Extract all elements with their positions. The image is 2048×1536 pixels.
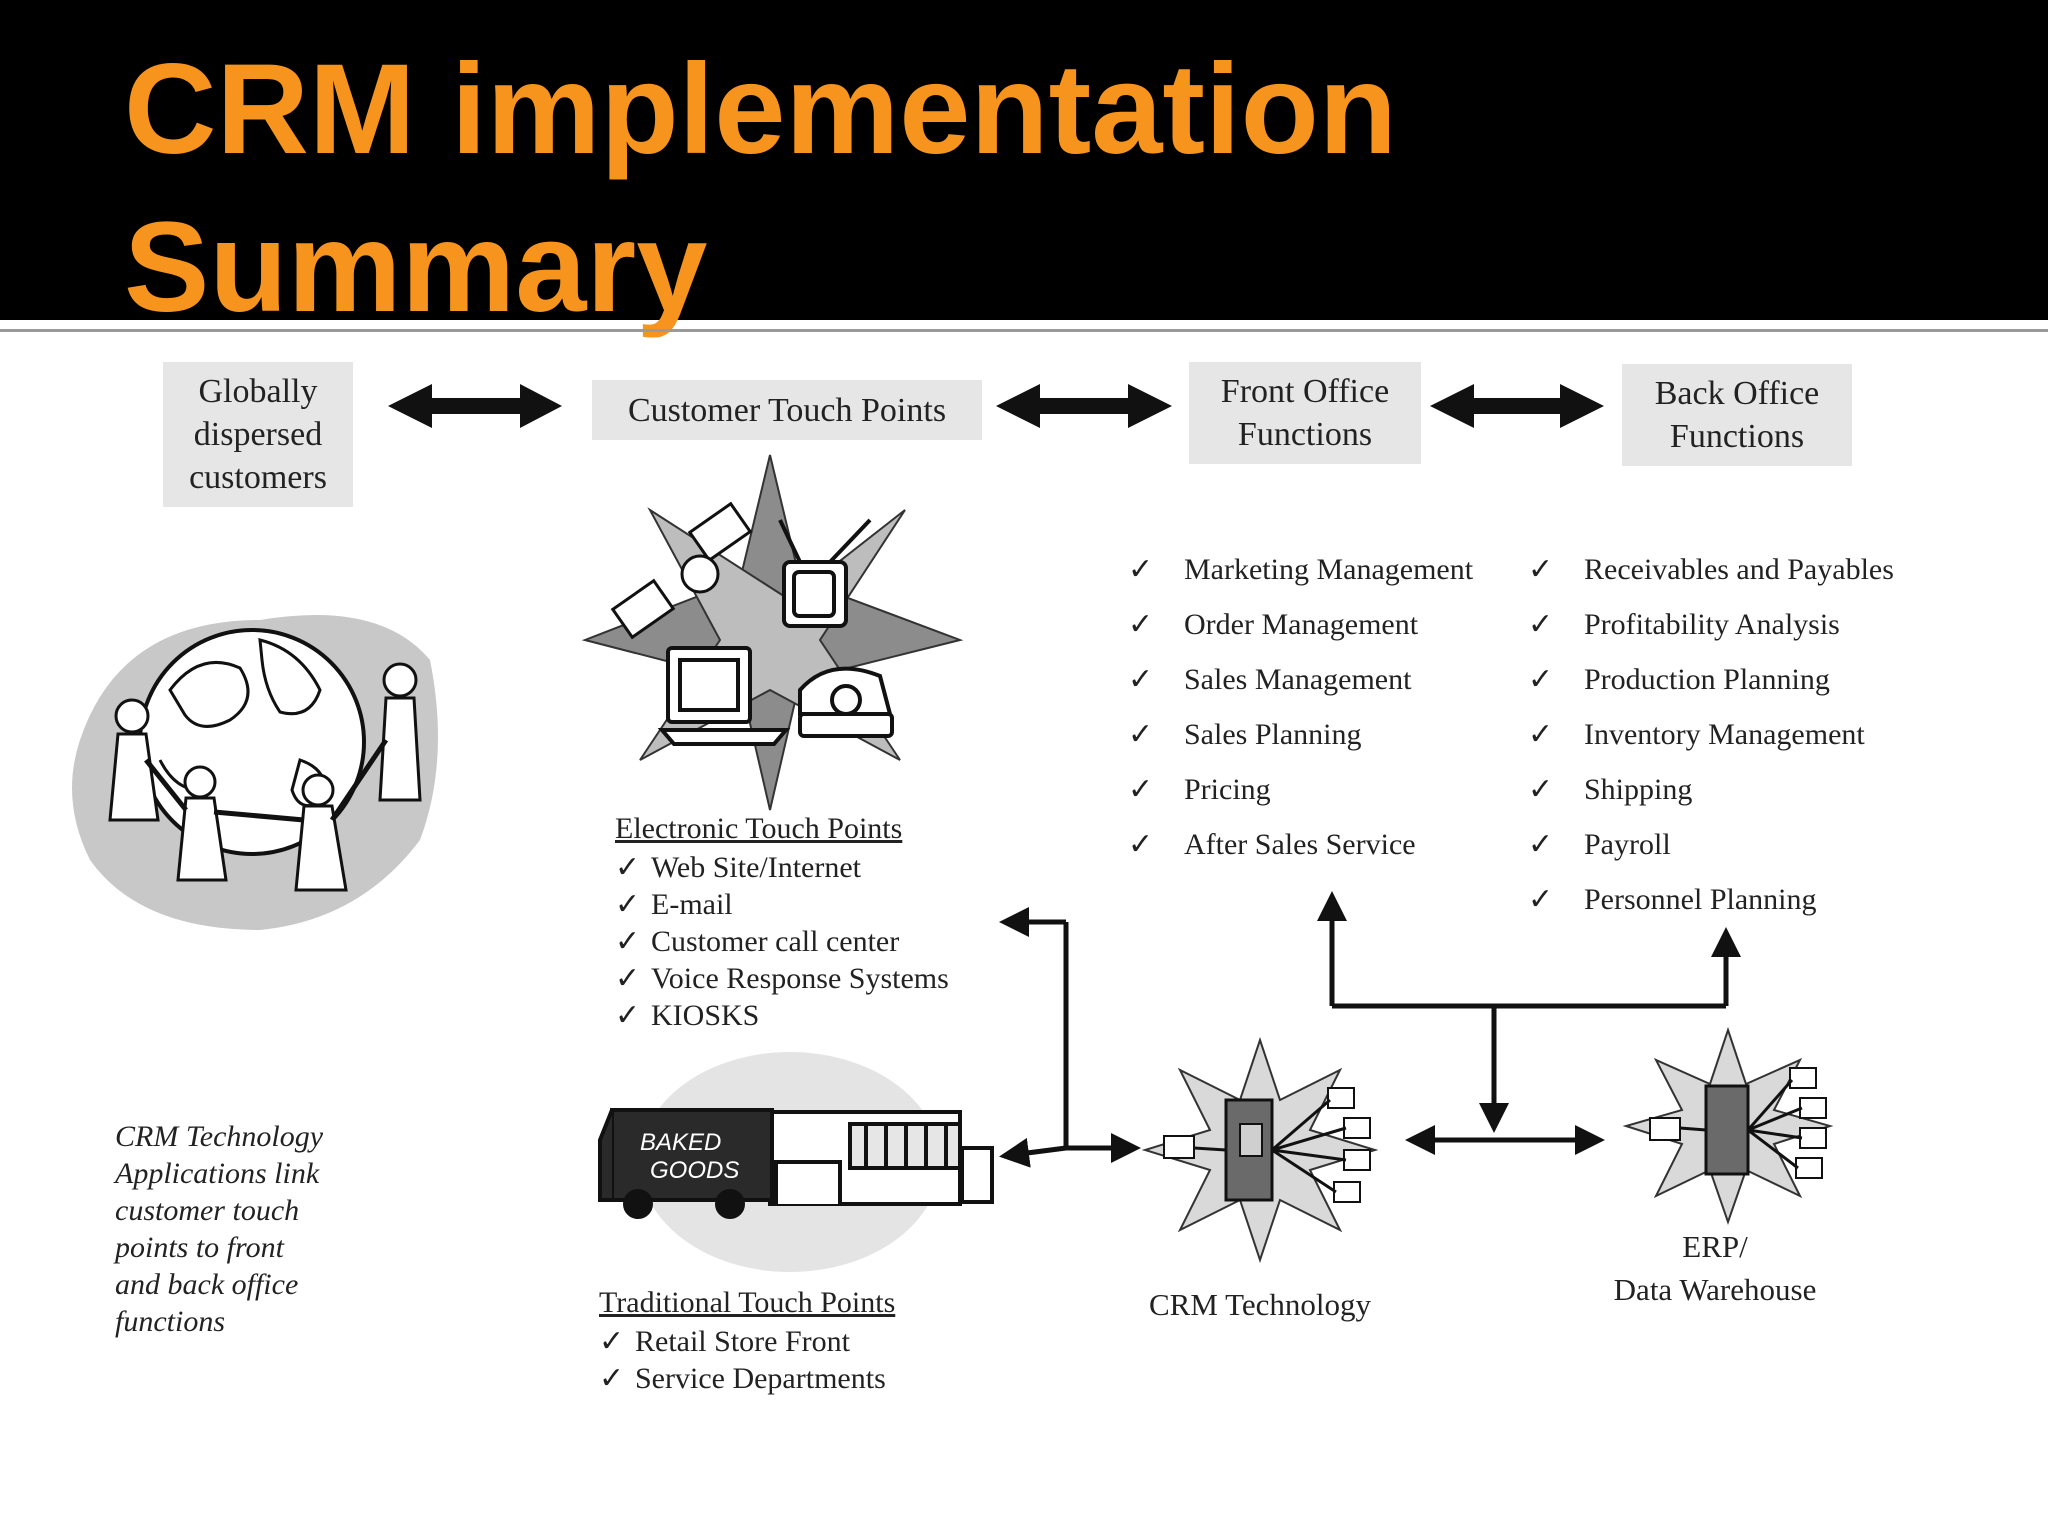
- title-bar: CRM implementation Summary: [0, 0, 2048, 338]
- electronic-starburst: [581, 454, 964, 811]
- check-icon: ✓: [1528, 883, 1554, 916]
- server-network-icon: [1141, 1036, 1379, 1264]
- check-icon: ✓: [1528, 553, 1554, 586]
- truck-text-line1: BAKED: [640, 1129, 721, 1156]
- check-icon: ✓: [1528, 663, 1554, 696]
- check-icon: ✓: [599, 1325, 625, 1358]
- check-icon: ✓: [1128, 553, 1154, 586]
- list-item: ✓Web Site/Internet: [615, 851, 862, 884]
- list-item: ✓After Sales Service: [1128, 828, 1416, 861]
- list-item: ✓Sales Planning: [1128, 718, 1362, 751]
- truck-store-icon: BAKED GOODS: [598, 1052, 994, 1272]
- list-item: ✓Retail Store Front: [599, 1325, 850, 1358]
- list-item: ✓Order Management: [1128, 608, 1419, 641]
- check-icon: ✓: [615, 888, 641, 921]
- satellite-icon: [610, 501, 753, 640]
- list-item: ✓Voice Response Systems: [615, 962, 949, 995]
- list-item: ✓E-mail: [615, 888, 733, 921]
- check-icon: ✓: [1128, 773, 1154, 806]
- list-item: ✓Payroll: [1528, 828, 1671, 861]
- list-item: ✓Customer call center: [615, 925, 900, 958]
- check-icon: ✓: [1128, 663, 1154, 696]
- check-icon: ✓: [599, 1362, 625, 1395]
- list-item: ✓Sales Management: [1128, 663, 1412, 696]
- check-icon: ✓: [615, 999, 641, 1032]
- truck-text-line2: GOODS: [650, 1157, 739, 1184]
- back-office-box: Back Office Functions: [1622, 364, 1852, 466]
- touch-points-box: Customer Touch Points: [592, 380, 982, 440]
- check-icon: ✓: [1528, 718, 1554, 751]
- list-item: ✓Production Planning: [1528, 663, 1830, 696]
- check-icon: ✓: [1528, 773, 1554, 806]
- electronic-list: ✓Web Site/Internet ✓E-mail ✓Customer cal…: [615, 850, 949, 1035]
- check-icon: ✓: [615, 962, 641, 995]
- check-icon: ✓: [1528, 828, 1554, 861]
- list-item: ✓Shipping: [1528, 773, 1693, 806]
- page-title-line2: Summary: [124, 196, 708, 339]
- check-icon: ✓: [1128, 828, 1154, 861]
- check-icon: ✓: [1128, 718, 1154, 751]
- check-icon: ✓: [1528, 608, 1554, 641]
- double-arrow-icon: [388, 384, 562, 428]
- check-icon: ✓: [1128, 608, 1154, 641]
- back-office-list: ✓Receivables and Payables ✓Profitability…: [1528, 552, 1894, 937]
- list-item: ✓KIOSKS: [615, 999, 760, 1032]
- connector-lines: [999, 891, 1741, 1168]
- front-office-list: ✓Marketing Management ✓Order Management …: [1128, 552, 1473, 882]
- list-item: ✓Service Departments: [599, 1362, 886, 1395]
- tv-icon: [778, 518, 872, 628]
- server-network-icon: [1622, 1026, 1834, 1226]
- telephone-icon: [798, 666, 894, 738]
- list-item: ✓Inventory Management: [1528, 718, 1865, 751]
- list-item: ✓Profitability Analysis: [1528, 608, 1840, 641]
- traditional-list: ✓Retail Store Front ✓Service Departments: [599, 1324, 886, 1398]
- diagram-note: CRM Technology Applications link custome…: [115, 1120, 324, 1338]
- page-title-line1: CRM implementation: [124, 38, 1397, 181]
- crm-technology-label: CRM Technology: [1148, 1287, 1371, 1322]
- divider: [0, 329, 2048, 332]
- double-arrow-icon: [996, 384, 1172, 428]
- list-item: ✓Pricing: [1128, 773, 1271, 806]
- list-item: ✓Receivables and Payables: [1528, 553, 1894, 586]
- list-item: ✓Personnel Planning: [1528, 883, 1817, 916]
- check-icon: ✓: [615, 925, 641, 958]
- computer-icon: [657, 646, 791, 746]
- customers-box: Globally dispersed customers: [163, 362, 353, 507]
- front-office-box: Front Office Functions: [1189, 362, 1421, 464]
- check-icon: ✓: [615, 851, 641, 884]
- erp-label: ERP/ Data Warehouse: [1613, 1229, 1817, 1307]
- traditional-heading: Traditional Touch Points: [599, 1286, 896, 1319]
- double-arrow-icon: [1430, 384, 1604, 428]
- electronic-heading: Electronic Touch Points: [615, 812, 903, 845]
- globe-people-icon: [72, 615, 438, 930]
- list-item: ✓Marketing Management: [1128, 553, 1474, 586]
